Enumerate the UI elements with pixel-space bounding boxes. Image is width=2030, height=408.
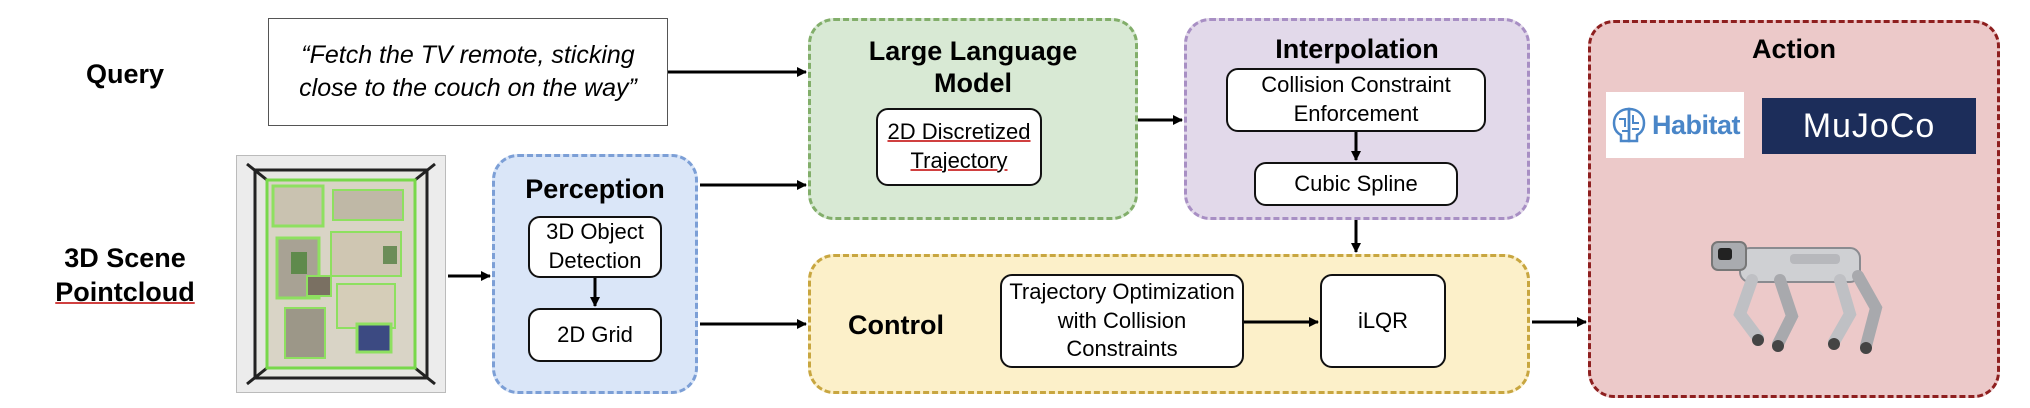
- llm-title: Large Language Model: [868, 36, 1078, 99]
- grid-2d-text: 2D Grid: [557, 321, 633, 347]
- object-detection-text: 3D Object Detection: [546, 219, 644, 273]
- query-text-box: “Fetch the TV remote, sticking close to …: [268, 18, 668, 126]
- discretized-trajectory-line1: 2D Discretized: [887, 119, 1031, 145]
- mujoco-logo: MuJoCo: [1762, 98, 1976, 154]
- scene-label: 3D Scene Pointcloud: [40, 242, 210, 310]
- cubic-spline-text: Cubic Spline: [1294, 170, 1418, 196]
- ilqr-text: iLQR: [1357, 307, 1409, 333]
- cubic-spline-box: Cubic Spline: [1254, 162, 1458, 206]
- query-label: Query: [85, 59, 165, 89]
- mujoco-logo-text: MuJoCo: [1802, 106, 1936, 145]
- pointcloud-image: [236, 155, 446, 393]
- llm-module: Large Language Model: [808, 18, 1138, 220]
- collision-enforcement-text: Collision Constraint Enforcement: [1261, 72, 1451, 126]
- action-module: Action: [1588, 20, 2000, 398]
- habitat-logo-text: Habitat: [1651, 109, 1741, 140]
- discretized-trajectory-box: 2D Discretized Trajectory: [876, 108, 1042, 186]
- scene-label-line2: Pointcloud: [55, 276, 195, 307]
- collision-enforcement-box: Collision Constraint Enforcement: [1226, 68, 1486, 132]
- habitat-brain-icon: [1612, 107, 1646, 143]
- query-text: “Fetch the TV remote, sticking close to …: [299, 40, 637, 102]
- trajectory-optimization-text: Trajectory Optimization with Collision C…: [1009, 279, 1235, 362]
- scene-label-line1: 3D Scene: [64, 243, 186, 273]
- control-title: Control: [848, 310, 944, 340]
- action-title: Action: [1752, 34, 1836, 64]
- trajectory-optimization-box: Trajectory Optimization with Collision C…: [1000, 274, 1244, 368]
- grid-2d-box: 2D Grid: [528, 308, 662, 362]
- object-detection-box: 3D Object Detection: [528, 216, 662, 278]
- robot-dog-image: [1700, 226, 1900, 386]
- interpolation-title: Interpolation: [1275, 34, 1439, 64]
- discretized-trajectory-line2: Trajectory: [910, 148, 1008, 173]
- perception-title: Perception: [525, 174, 665, 204]
- ilqr-box: iLQR: [1320, 274, 1446, 368]
- habitat-logo: Habitat: [1606, 92, 1744, 158]
